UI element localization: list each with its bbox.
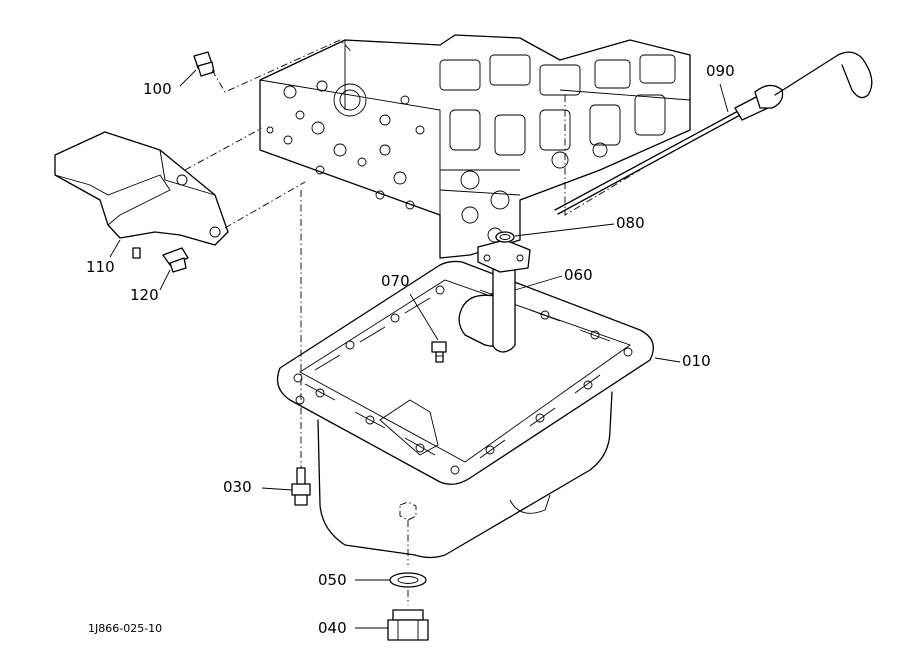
engine-block <box>259 34 691 259</box>
oil-strainer-drawing <box>458 231 531 353</box>
strainer-bolt-drawing <box>431 341 447 363</box>
label-040: 040 <box>318 619 347 637</box>
leader-lines <box>109 69 729 629</box>
label-030: 030 <box>223 478 252 496</box>
plug-drawing <box>193 39 353 93</box>
dipstick-drawing <box>554 51 873 215</box>
label-090: 090 <box>706 62 735 80</box>
label-060: 060 <box>564 266 593 284</box>
label-050: 050 <box>318 571 347 589</box>
label-120: 120 <box>130 286 159 304</box>
pan-bolt-drawing <box>291 190 311 506</box>
label-100: 100 <box>143 80 172 98</box>
cover-plate-drawing <box>54 127 306 273</box>
label-110: 110 <box>86 258 115 276</box>
drawing-code: 1J866-025-10 <box>88 622 163 635</box>
label-010: 010 <box>682 352 711 370</box>
drain-parts-drawing <box>387 520 429 641</box>
label-070: 070 <box>381 272 410 290</box>
label-080: 080 <box>616 214 645 232</box>
